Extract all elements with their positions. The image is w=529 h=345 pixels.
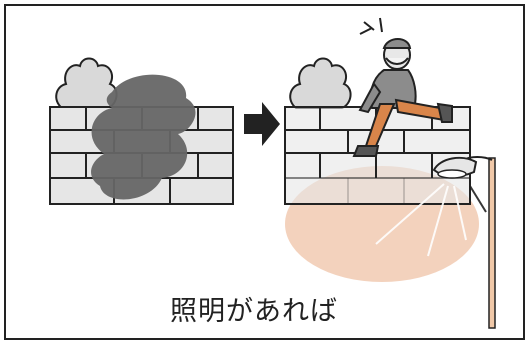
- panel-border: [4, 4, 525, 340]
- arrow-right-icon: [244, 102, 280, 146]
- bush-icon: [55, 57, 118, 109]
- before-scene: [49, 57, 234, 205]
- after-scene: [284, 17, 496, 329]
- bush-icon: [289, 57, 352, 109]
- light-beam-icon: [375, 183, 487, 257]
- streetlight-icon: [432, 156, 496, 329]
- shadow-icon: [91, 74, 196, 200]
- burglar-icon: [352, 17, 453, 157]
- caption-text: 照明があれば: [170, 296, 338, 327]
